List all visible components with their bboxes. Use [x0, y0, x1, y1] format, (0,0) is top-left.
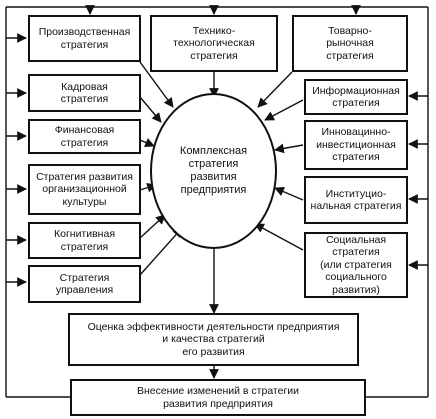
- changes-label: Внесение изменений в стратегии развития …: [136, 385, 300, 410]
- production-strategy-label: Производственная стратегия: [38, 26, 131, 51]
- culture-strategy-label: Стратегия развития организационной культ…: [36, 170, 133, 208]
- evaluation-label: Оценка эффективности деятельности предпр…: [87, 320, 340, 358]
- management-strategy-box: Стратегия управления: [28, 265, 141, 303]
- social-strategy-box: Социальная стратегия (или стратегия соци…: [304, 232, 408, 298]
- financial-strategy-label: Финансовая стратегия: [54, 124, 115, 149]
- arrow-institutional-to-center: [274, 186, 304, 201]
- arrow-management-to-center: [139, 227, 183, 276]
- arrow-financial-to-center: [139, 138, 155, 148]
- center-strategy-circle: Комплексная стратегия развития предприят…: [150, 93, 277, 249]
- innovation-strategy-label: Инновацинно- инвестиционная стратегия: [316, 126, 396, 164]
- evaluation-box: Оценка эффективности деятельности предпр…: [68, 313, 359, 366]
- culture-strategy-box: Стратегия развития организационной культ…: [28, 164, 141, 215]
- institutional-strategy-label: Институцио- нальная стратегия: [310, 187, 402, 213]
- social-strategy-label: Социальная стратегия (или стратегия соци…: [320, 233, 392, 296]
- personnel-strategy-box: Кадровая стратегия: [28, 74, 141, 112]
- arrow-social-to-center: [254, 223, 304, 251]
- arrow-production-to-center: [139, 61, 174, 108]
- innovation-strategy-box: Инновацинно- инвестиционная стратегия: [304, 120, 408, 170]
- production-strategy-box: Производственная стратегия: [28, 15, 141, 62]
- arrow-personnel-to-center: [139, 96, 162, 123]
- changes-box: Внесение изменений в стратегии развития …: [70, 379, 366, 416]
- management-strategy-label: Стратегия управления: [55, 271, 114, 297]
- financial-strategy-box: Финансовая стратегия: [28, 119, 141, 154]
- center-strategy-label: Комплексная стратегия развития предприят…: [179, 145, 248, 196]
- personnel-strategy-label: Кадровая стратегия: [60, 80, 109, 106]
- information-strategy-box: Информационная стратегия: [304, 79, 408, 115]
- tech-strategy-label: Технико- технологическая стратегия: [173, 24, 255, 62]
- cognitive-strategy-box: Когнитивная стратегия: [28, 222, 141, 259]
- cognitive-strategy-label: Когнитивная стратегия: [53, 228, 116, 253]
- arrow-information-to-center: [264, 99, 304, 121]
- institutional-strategy-box: Институцио- нальная стратегия: [304, 176, 408, 224]
- arrow-market-to-center: [257, 71, 293, 108]
- arrow-innovation-to-center: [274, 143, 304, 154]
- tech-strategy-box: Технико- технологическая стратегия: [150, 15, 278, 72]
- information-strategy-label: Информационная стратегия: [312, 84, 400, 110]
- market-strategy-label: Товарно- рыночная стратегия: [326, 24, 374, 62]
- market-strategy-box: Товарно- рыночная стратегия: [292, 15, 408, 72]
- arrow-cognitive-to-center: [139, 214, 166, 239]
